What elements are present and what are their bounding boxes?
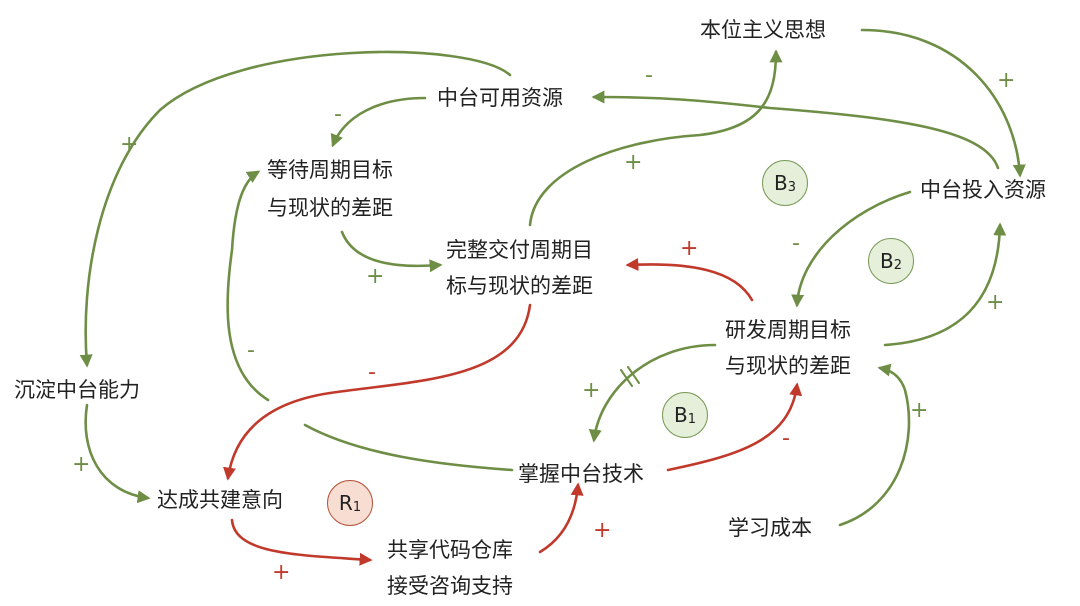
node-waiting-cycle-gap-line2: 与现状的差距 xyxy=(267,196,393,220)
sign-plus: + xyxy=(272,560,291,585)
node-complete-delivery-gap-line2: 标与现状的差距 xyxy=(446,274,593,298)
node-complete-delivery-gap-line1: 完整交付周期目 xyxy=(446,238,593,262)
link-benwei-to-zhongtai-input xyxy=(860,28,1026,178)
loop-b1-letter: B xyxy=(673,403,688,427)
link-complete-to-consensus xyxy=(223,303,532,481)
node-reach-co-build-intention: 达成共建意向 xyxy=(157,488,283,512)
sign-plus: + xyxy=(680,236,699,261)
sign-minus: - xyxy=(334,102,342,127)
link-share-to-master xyxy=(538,482,584,554)
sign-minus: - xyxy=(368,360,376,385)
sign-minus: - xyxy=(782,426,790,451)
sign-plus: + xyxy=(366,264,385,289)
delay-mark xyxy=(620,366,640,387)
node-benwei-thinking: 本位主义思想 xyxy=(700,18,826,42)
sign-plus: + xyxy=(624,150,643,175)
link-master-to-rd xyxy=(666,382,803,472)
sign-plus: + xyxy=(120,132,139,157)
sign-plus: + xyxy=(72,452,91,477)
link-rd-to-complete xyxy=(625,258,754,302)
node-master-zhongtai-tech: 掌握中台技术 xyxy=(518,462,644,486)
sign-plus: + xyxy=(986,290,1005,315)
node-waiting-cycle-gap-line1: 等待周期目标 xyxy=(267,158,393,182)
node-zhongtai-available-resources: 中台可用资源 xyxy=(437,86,563,110)
sign-plus: + xyxy=(582,378,601,403)
link-learning-to-rd xyxy=(838,363,911,527)
node-learning-cost: 学习成本 xyxy=(728,516,812,540)
node-rd-cycle-gap-line2: 与现状的差距 xyxy=(725,354,851,378)
link-master-to-consensus xyxy=(303,423,514,472)
sign-plus: + xyxy=(910,398,929,423)
loop-r1-letter: R xyxy=(338,491,353,515)
loop-b2-index: 2 xyxy=(893,257,902,273)
node-share-code-repo-line2: 接受咨询支持 xyxy=(387,574,513,598)
node-share-code-repo-line1: 共享代码仓库 xyxy=(387,538,513,562)
sign-plus: + xyxy=(593,518,612,543)
link-zhongtai-input-to-rd xyxy=(791,190,912,308)
loop-b3-letter: B xyxy=(773,171,788,195)
node-rd-cycle-gap-line1: 研发周期目标 xyxy=(725,318,851,342)
link-waiting-to-complete xyxy=(340,230,443,273)
sign-minus: - xyxy=(792,231,800,256)
loop-r1-index: 1 xyxy=(352,499,362,515)
link-complete-to-benwei xyxy=(528,49,783,227)
link-zhongtai-resource-to-waiting xyxy=(330,96,427,148)
link-master-to-waiting xyxy=(226,170,270,402)
link-rd-to-zhongtai-input xyxy=(883,222,1007,347)
link-sediment-to-consensus xyxy=(84,403,151,504)
link-consensus-to-share xyxy=(230,518,373,566)
link-zhongtai-resource-to-sediment xyxy=(79,50,512,368)
sign-minus: - xyxy=(645,63,653,88)
node-sediment-zhongtai-capability: 沉淀中台能力 xyxy=(14,378,140,402)
loop-b1-index: 1 xyxy=(687,411,696,427)
sign-minus: - xyxy=(247,338,255,363)
node-zhongtai-input-resources: 中台投入资源 xyxy=(920,178,1046,202)
loop-b2-letter: B xyxy=(879,249,894,273)
sign-plus: + xyxy=(997,68,1016,93)
link-zhongtai-input-to-available xyxy=(591,90,1000,170)
loop-b3-index: 3 xyxy=(787,179,796,195)
